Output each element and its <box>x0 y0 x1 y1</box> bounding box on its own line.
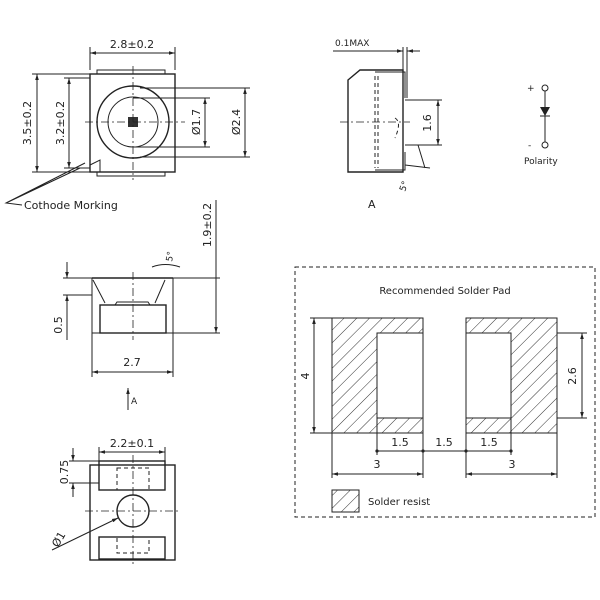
cathode-marking-label: Cothode Morking <box>24 199 118 212</box>
front-width-dimension: 2.7 <box>123 356 141 369</box>
pad-height-dimension: 0.75 <box>58 460 71 485</box>
outer-height-dimension: 3.5±0.2 <box>21 101 34 145</box>
package-body <box>89 73 176 173</box>
top-view: 2.8±0.2 3.5±0.2 3.2±0.2 Ø1.7 Ø2.4 Cothod… <box>4 38 250 212</box>
front-view: 0.5 1.9±0.2 5° 2.7 A <box>52 200 220 410</box>
bottom-pad <box>98 536 166 560</box>
step-dimension: 0.5 <box>52 316 65 334</box>
view-label-a: A <box>368 198 376 211</box>
window-height-dimension: 2.6 <box>566 367 579 385</box>
hole-diameter-dimension: Ø1 <box>49 529 68 549</box>
max-dimension: 0.1MAX <box>335 39 369 49</box>
cathode-notch <box>89 159 101 172</box>
view-arrow-label: A <box>131 397 138 407</box>
bottom-view: 2.2±0.1 0.75 Ø1 <box>49 437 180 565</box>
inner-diameter-dimension: Ø1.7 <box>190 109 203 135</box>
outer-diameter-dimension: Ø2.4 <box>230 109 243 135</box>
height-dimension: 1.6 <box>421 114 434 132</box>
diode-icon <box>540 107 550 116</box>
pad-width-dimension: 2.2±0.1 <box>110 437 154 450</box>
pad-height-dimension-4: 4 <box>299 373 312 380</box>
right-window-dimension: 1.5 <box>480 436 498 449</box>
angle-dimension: 5° <box>398 180 411 193</box>
gap-dimension: 1.5 <box>435 436 453 449</box>
inner-height-dimension: 3.2±0.2 <box>54 101 67 145</box>
side-leads <box>375 71 406 171</box>
panel-title: Recommended Solder Pad <box>379 286 510 297</box>
legend-label: Solder resist <box>368 497 430 508</box>
right-pad-dimension: 3 <box>509 458 516 471</box>
polarity-label: Polarity <box>524 157 558 167</box>
bottom-body <box>89 464 176 561</box>
legend-swatch <box>331 489 360 513</box>
panel-border <box>294 266 596 518</box>
left-pad-window <box>376 332 424 419</box>
polarity-symbol: + - Polarity <box>524 84 558 167</box>
lead-tabs <box>96 69 166 177</box>
height-dimension-front: 1.9±0.2 <box>201 203 214 247</box>
minus-sign: - <box>528 141 531 151</box>
solder-pad-panel: Recommended Solder Pad 4 2.6 1.5 1.5 1.5… <box>294 266 596 518</box>
side-view: 0.1MAX 1.6 5° A <box>333 39 442 211</box>
cathode-leader <box>4 162 86 206</box>
width-dimension: 2.8±0.2 <box>110 38 154 51</box>
plus-sign: + <box>527 84 535 94</box>
side-body <box>347 69 404 173</box>
left-window-dimension: 1.5 <box>391 436 409 449</box>
left-pad-dimension: 3 <box>374 458 381 471</box>
front-angle-dimension: 5° <box>165 251 177 263</box>
right-pad-window <box>465 332 512 419</box>
